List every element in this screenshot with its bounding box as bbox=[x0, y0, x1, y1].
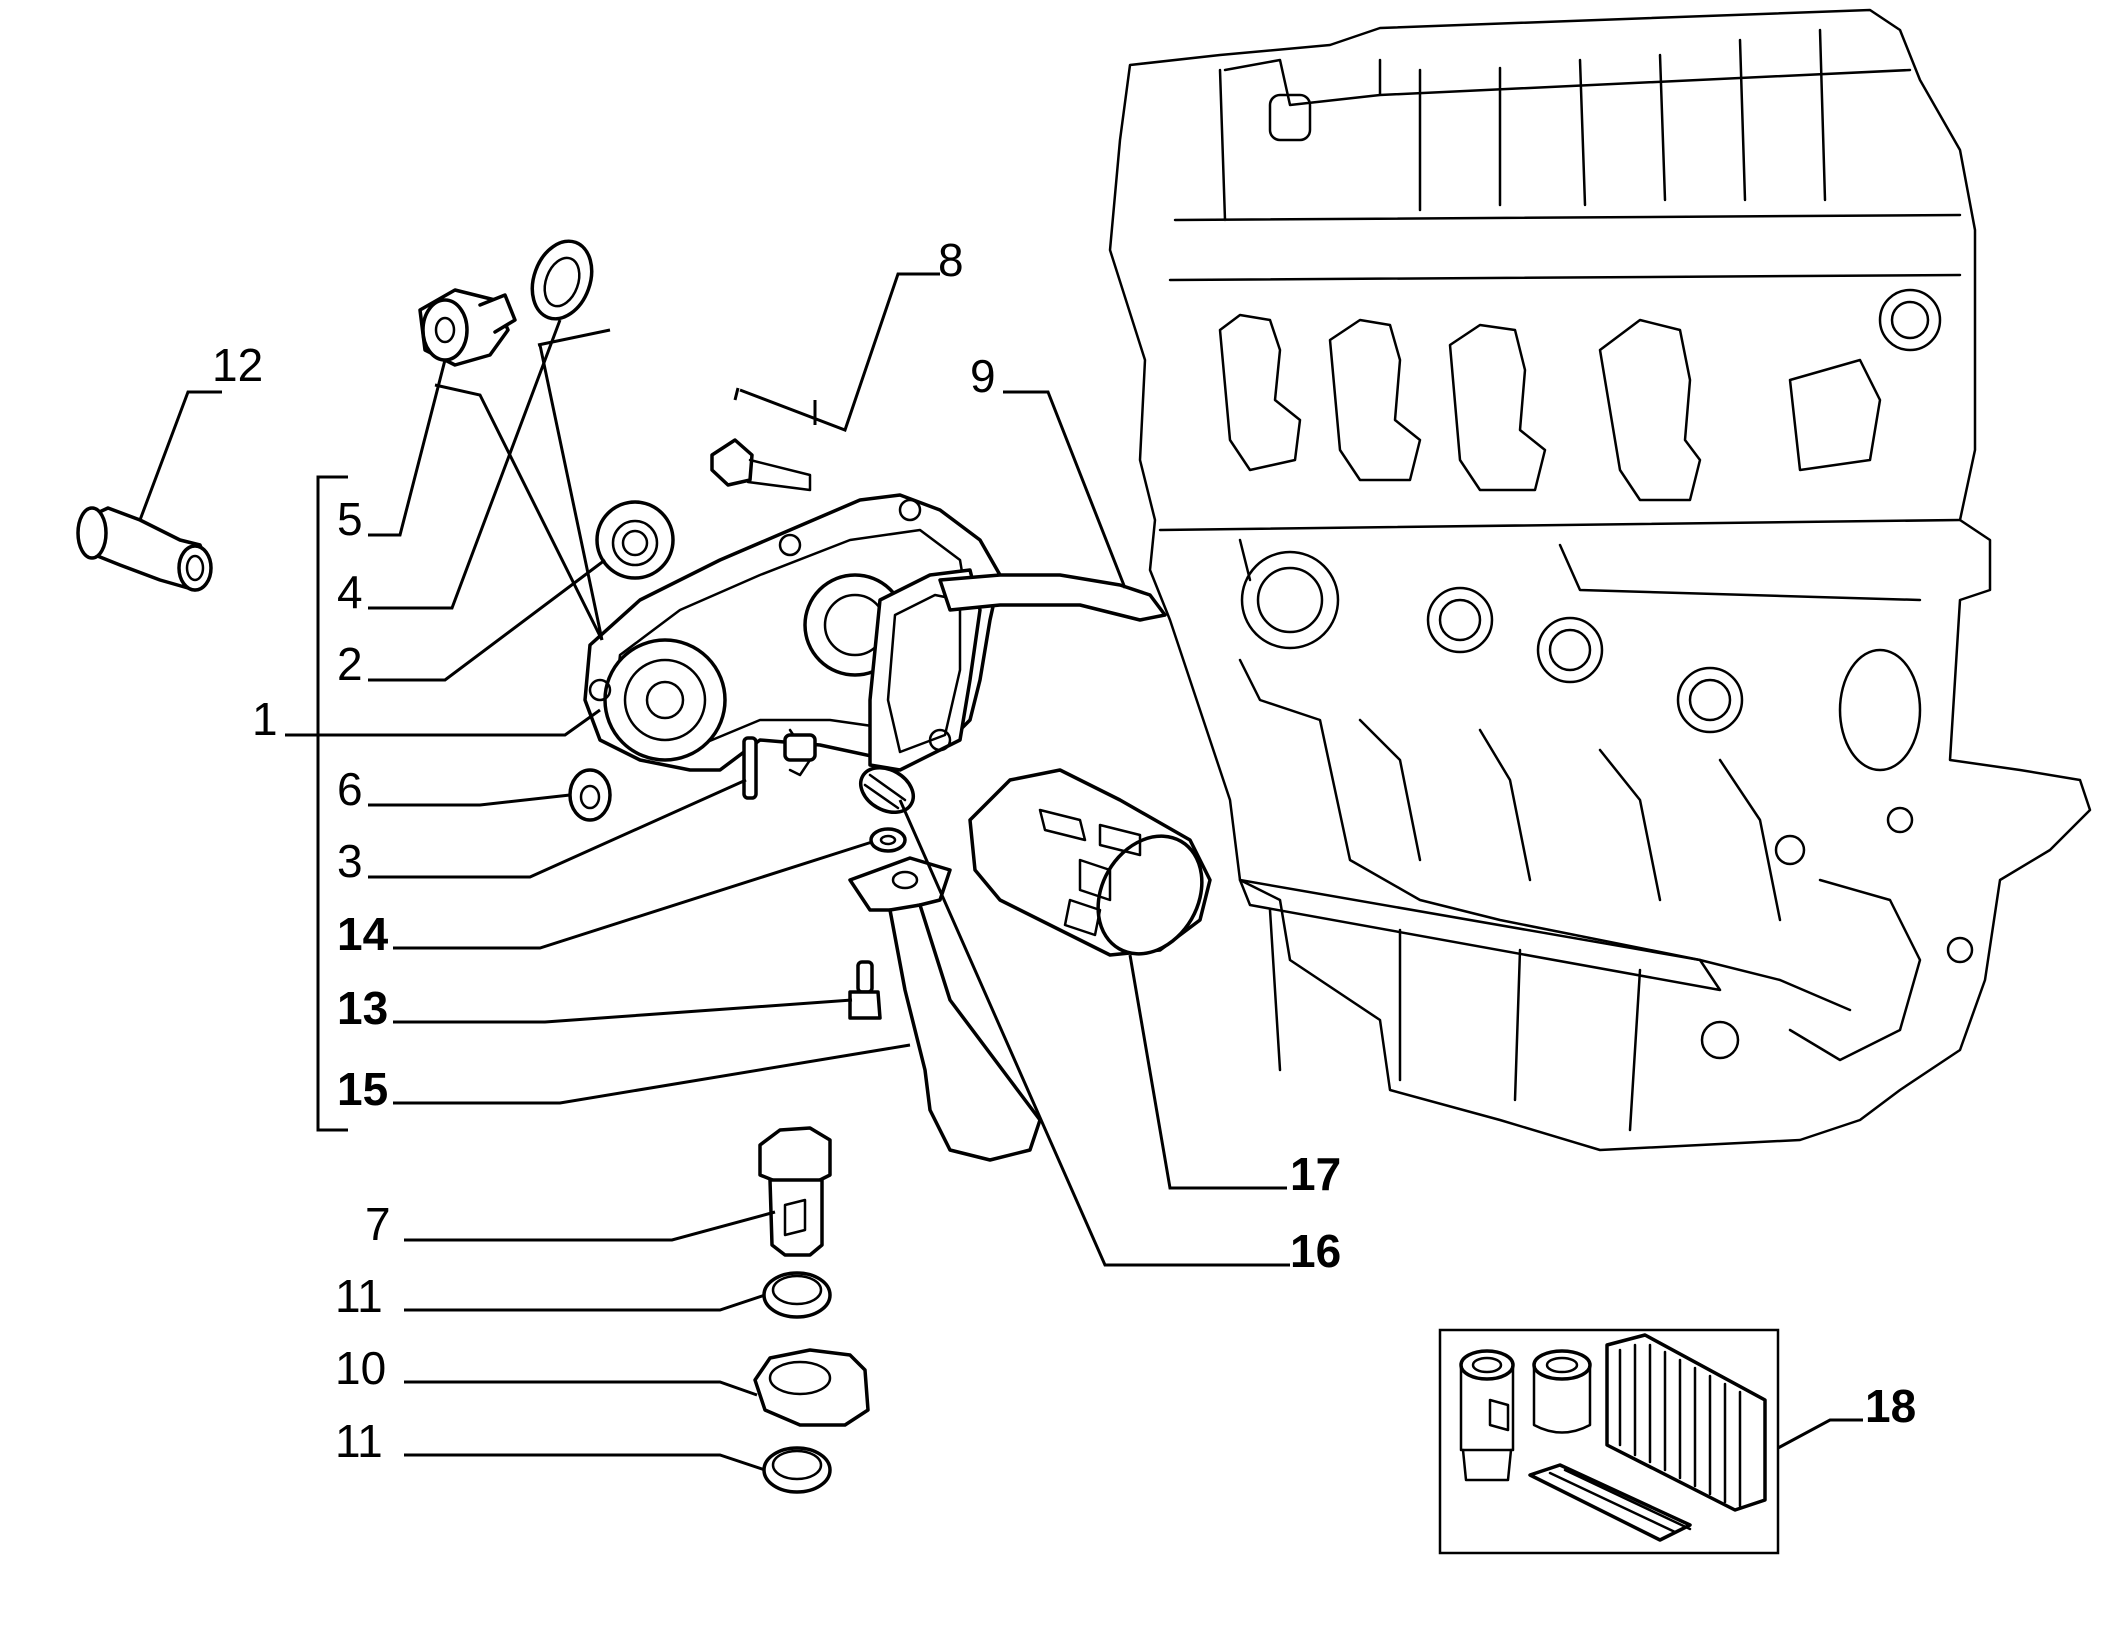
callout-10: 10 bbox=[335, 1342, 386, 1394]
callout-14: 14 bbox=[337, 908, 389, 960]
banjo-fitting-10 bbox=[753, 1348, 870, 1427]
washer-11b bbox=[762, 1446, 832, 1494]
oil-pickup-15 bbox=[848, 856, 1042, 1162]
screw-13 bbox=[848, 960, 882, 1020]
filter-kit-box bbox=[1438, 1328, 1780, 1555]
oil-pump-housing bbox=[583, 493, 1167, 777]
bolt-8 bbox=[710, 438, 812, 492]
stud-3 bbox=[742, 736, 758, 800]
callout-3: 3 bbox=[337, 835, 363, 887]
seal-ring-4 bbox=[530, 239, 594, 321]
callout-9: 9 bbox=[970, 350, 996, 402]
callout-17: 17 bbox=[1290, 1148, 1341, 1200]
callout-6: 6 bbox=[337, 763, 363, 815]
callout-15: 15 bbox=[337, 1063, 388, 1115]
callout-13: 13 bbox=[337, 982, 388, 1034]
oil-seal-2 bbox=[595, 500, 675, 580]
callout-7: 7 bbox=[365, 1198, 391, 1250]
engine-block bbox=[1108, 8, 2092, 1152]
oil-filter-17 bbox=[968, 768, 1212, 957]
callout-11-upper: 11 bbox=[335, 1270, 383, 1322]
callout-11-lower: 11 bbox=[335, 1415, 383, 1467]
washer-11a bbox=[762, 1271, 832, 1319]
callout-16: 16 bbox=[1290, 1225, 1341, 1277]
banjo-bolt-7 bbox=[758, 1126, 832, 1257]
callout-18: 18 bbox=[1865, 1380, 1916, 1432]
leader-lines bbox=[138, 272, 1863, 1472]
relief-spring bbox=[859, 765, 915, 815]
callout-labels: 12 5 4 2 1 6 3 14 13 15 8 9 7 11 10 11 1… bbox=[212, 234, 1916, 1467]
callout-5: 5 bbox=[337, 493, 363, 545]
callout-2: 2 bbox=[337, 638, 363, 690]
plug-5 bbox=[418, 288, 517, 367]
oil-pressure-sensor bbox=[76, 506, 213, 592]
callout-1: 1 bbox=[252, 693, 278, 745]
bush-6 bbox=[568, 768, 612, 822]
callout-8: 8 bbox=[938, 234, 964, 286]
callout-12: 12 bbox=[212, 339, 263, 391]
callout-4: 4 bbox=[337, 566, 363, 618]
washer-14 bbox=[869, 827, 907, 853]
